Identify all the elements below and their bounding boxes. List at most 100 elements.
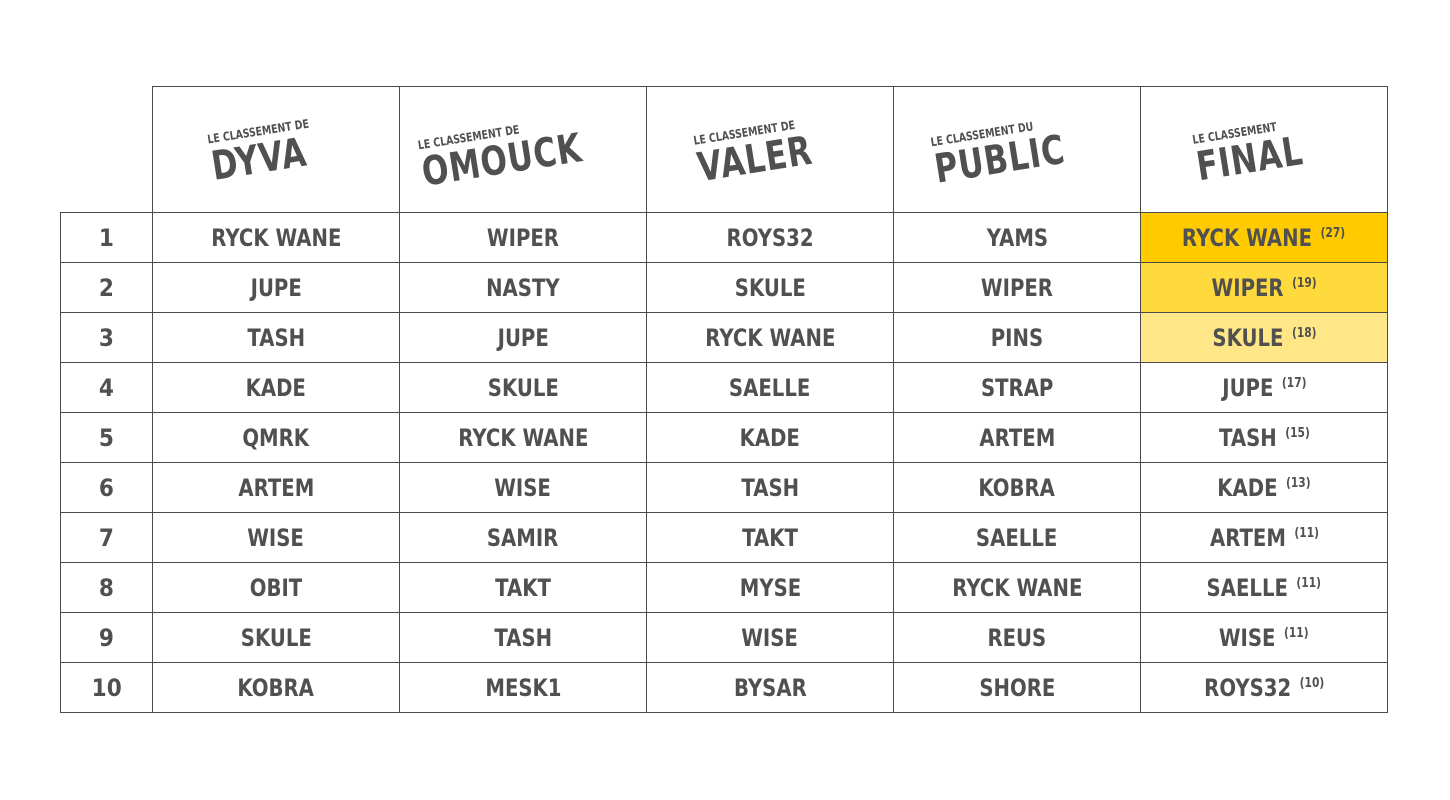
rank-cell: 10 bbox=[60, 662, 153, 713]
header-row: LE CLASSEMENT DE DYVA LE CLASSEMENT DE O… bbox=[61, 86, 1388, 213]
final-entry: WISE (11) bbox=[1219, 624, 1309, 652]
omouck-player-name: TASH bbox=[494, 623, 552, 652]
dyva-player-name: RYCK WANE bbox=[210, 223, 342, 252]
final-entry: WIPER (19) bbox=[1211, 274, 1316, 302]
omouck-player-name: RYCK WANE bbox=[457, 423, 589, 452]
valer-cell: KADE bbox=[646, 412, 894, 463]
rank-cell: 2 bbox=[60, 262, 153, 313]
omouck-player-name: MESK1 bbox=[484, 673, 562, 702]
final-entry: RYCK WANE (27) bbox=[1182, 224, 1345, 252]
valer-cell: RYCK WANE bbox=[646, 312, 894, 363]
omouck-player-name: WIPER bbox=[486, 223, 560, 252]
dyva-player-name: QMRK bbox=[242, 423, 310, 452]
final-player-name: SAELLE bbox=[1206, 573, 1289, 602]
final-cell: WISE (11) bbox=[1140, 612, 1388, 663]
header-final: LE CLASSEMENT FINAL bbox=[1140, 86, 1388, 213]
public-player-name: REUS bbox=[987, 623, 1047, 652]
public-player-name: ARTEM bbox=[979, 423, 1055, 452]
ranking-header: LE CLASSEMENT DE DYVA LE CLASSEMENT DE O… bbox=[61, 86, 1388, 213]
final-points: (17) bbox=[1281, 375, 1307, 391]
rank-number: 8 bbox=[98, 573, 115, 602]
rank-cell: 7 bbox=[60, 512, 153, 563]
final-player-name: ROYS32 bbox=[1203, 673, 1291, 702]
valer-cell: TASH bbox=[646, 462, 894, 513]
rank-number: 4 bbox=[98, 373, 115, 402]
omouck-cell: TASH bbox=[399, 612, 647, 663]
rank-cell: 4 bbox=[60, 362, 153, 413]
omouck-cell: SKULE bbox=[399, 362, 647, 413]
final-player-name: ARTEM bbox=[1209, 523, 1286, 552]
header-corner bbox=[61, 87, 153, 213]
header-valer: LE CLASSEMENT DE VALER bbox=[646, 86, 894, 213]
valer-player-name: ROYS32 bbox=[726, 223, 814, 252]
rank-cell: 5 bbox=[60, 412, 153, 463]
final-player-name: KADE bbox=[1217, 473, 1278, 502]
public-player-name: KOBRA bbox=[978, 473, 1056, 502]
public-player-name: YAMS bbox=[986, 223, 1048, 252]
dyva-cell: JUPE bbox=[152, 262, 400, 313]
rank-cell: 1 bbox=[60, 212, 153, 263]
final-points: (15) bbox=[1284, 425, 1310, 441]
valer-player-name: KADE bbox=[739, 423, 801, 452]
omouck-cell: JUPE bbox=[399, 312, 647, 363]
valer-cell: ROYS32 bbox=[646, 212, 894, 263]
dyva-player-name: SKULE bbox=[240, 623, 312, 652]
public-player-name: STRAP bbox=[980, 373, 1054, 402]
rank-number: 3 bbox=[98, 323, 115, 352]
final-cell: SAELLE (11) bbox=[1140, 562, 1388, 613]
omouck-player-name: SAMIR bbox=[487, 523, 559, 552]
omouck-cell: RYCK WANE bbox=[399, 412, 647, 463]
final-player-name: WISE bbox=[1219, 623, 1276, 652]
final-points: (18) bbox=[1291, 325, 1317, 341]
final-cell: WIPER (19) bbox=[1140, 262, 1388, 313]
public-cell: STRAP bbox=[893, 362, 1141, 413]
rank-number: 2 bbox=[98, 273, 115, 302]
rank-cell: 8 bbox=[60, 562, 153, 613]
final-player-name: TASH bbox=[1218, 423, 1277, 452]
final-entry: JUPE (17) bbox=[1222, 374, 1306, 402]
final-cell: SKULE (18) bbox=[1140, 312, 1388, 363]
final-player-name: JUPE bbox=[1221, 373, 1274, 402]
public-cell: KOBRA bbox=[893, 462, 1141, 513]
dyva-player-name: WISE bbox=[247, 523, 305, 552]
public-cell: YAMS bbox=[893, 212, 1141, 263]
dyva-cell: TASH bbox=[152, 312, 400, 363]
public-cell: SAELLE bbox=[893, 512, 1141, 563]
valer-player-name: TASH bbox=[741, 473, 799, 502]
omouck-player-name: SKULE bbox=[487, 373, 559, 402]
valer-player-name: SAELLE bbox=[729, 373, 811, 402]
rank-number: 10 bbox=[91, 673, 122, 702]
rank-cell: 6 bbox=[60, 462, 153, 513]
omouck-cell: TAKT bbox=[399, 562, 647, 613]
header-omouck: LE CLASSEMENT DE OMOUCK bbox=[399, 86, 647, 213]
public-cell: RYCK WANE bbox=[893, 562, 1141, 613]
final-player-name: SKULE bbox=[1211, 323, 1283, 352]
final-points: (11) bbox=[1296, 575, 1322, 591]
final-entry: SAELLE (11) bbox=[1207, 574, 1321, 602]
table-row: 5 QMRK RYCK WANE KADE ARTEM TASH (15) bbox=[60, 412, 1388, 463]
valer-player-name: RYCK WANE bbox=[704, 323, 836, 352]
omouck-cell: SAMIR bbox=[399, 512, 647, 563]
public-cell: PINS bbox=[893, 312, 1141, 363]
header-dyva: LE CLASSEMENT DE DYVA bbox=[152, 86, 400, 213]
valer-cell: WISE bbox=[646, 612, 894, 663]
omouck-player-name: WISE bbox=[494, 473, 552, 502]
rank-cell: 3 bbox=[60, 312, 153, 363]
final-cell: ARTEM (11) bbox=[1140, 512, 1388, 563]
rank-number: 1 bbox=[98, 223, 115, 252]
dyva-cell: SKULE bbox=[152, 612, 400, 663]
valer-cell: MYSE bbox=[646, 562, 894, 613]
valer-player-name: TAKT bbox=[742, 523, 798, 552]
omouck-cell: MESK1 bbox=[399, 662, 647, 713]
final-player-name: RYCK WANE bbox=[1182, 223, 1313, 252]
final-cell: KADE (13) bbox=[1140, 462, 1388, 513]
dyva-player-name: JUPE bbox=[250, 273, 302, 302]
final-entry: TASH (15) bbox=[1219, 424, 1310, 452]
